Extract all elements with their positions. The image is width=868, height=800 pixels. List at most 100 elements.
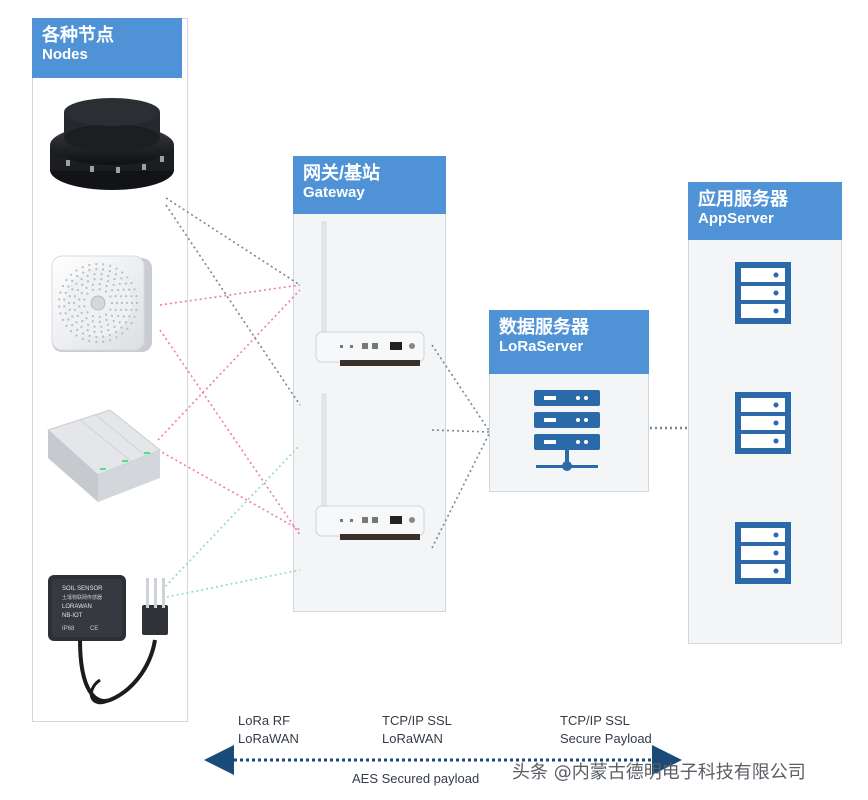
appserver-header: 应用服务器 AppServer <box>688 182 842 240</box>
grille-dot <box>86 311 89 314</box>
grille-dot <box>113 325 116 328</box>
grille-dot <box>104 313 108 316</box>
grille-dot <box>76 288 79 292</box>
grille-dot <box>75 269 78 272</box>
grille-dot <box>83 305 86 308</box>
loraserver-header: 数据服务器 LoRaServer <box>489 310 649 374</box>
grille-dot <box>135 294 138 298</box>
grille-dot <box>76 314 79 318</box>
watermark-text: 头条 @内蒙古德明电子科技有限公司 <box>512 762 806 783</box>
soil-label-4: NB-IOT <box>62 613 83 619</box>
grille-dot <box>67 318 70 321</box>
grille-dot <box>110 289 114 292</box>
grille-dot <box>102 340 105 343</box>
grille-dot <box>130 301 134 305</box>
grille-dot <box>63 298 66 301</box>
grille-dot <box>107 274 110 277</box>
grille-dot <box>91 320 94 323</box>
grille-dot <box>120 326 123 329</box>
gateway-header: 网关/基站 Gateway <box>293 156 446 214</box>
grille-dot <box>59 312 62 315</box>
grille-dot <box>69 330 73 333</box>
grille-dot <box>122 315 125 318</box>
grille-dot <box>100 325 103 328</box>
protocol-seg1: LoRa RF LoRaWAN <box>238 712 299 748</box>
grille-dot <box>80 311 83 315</box>
grille-dot <box>135 301 139 305</box>
grille-dot <box>91 288 95 291</box>
gateway-device-2 <box>315 393 425 540</box>
gateway-device-1 <box>315 221 425 366</box>
grille-dot <box>100 330 103 333</box>
grille-dot <box>109 339 112 342</box>
grille-dot <box>133 288 136 291</box>
link-gw-mid-ls <box>431 429 491 433</box>
grille-dot <box>130 295 133 298</box>
grille-dot <box>88 263 91 267</box>
grille-dot <box>83 298 86 301</box>
grille-dot <box>98 288 101 291</box>
grille-dot <box>75 321 78 324</box>
grille-dot <box>64 291 67 294</box>
grille-dot <box>102 263 105 266</box>
grille-dot <box>112 320 115 323</box>
link-switch-gw2 <box>157 449 301 531</box>
grille-dot <box>73 308 77 311</box>
grille-dot <box>85 286 88 289</box>
grille-dot <box>93 330 96 333</box>
grille-dot <box>98 283 101 286</box>
grille-dot <box>118 321 121 324</box>
grille-dot <box>120 301 124 305</box>
grille-dot <box>115 267 118 270</box>
grille-dot <box>115 336 118 339</box>
grille-dot <box>81 283 84 286</box>
grille-dot <box>75 334 78 337</box>
grille-dot <box>114 330 118 333</box>
grille-dot <box>112 283 115 286</box>
link-soil-gw2 <box>161 569 301 599</box>
grille-dot <box>78 298 81 301</box>
grille-dot <box>100 278 103 281</box>
grille-dot <box>100 273 103 276</box>
link-switch-gw1 <box>157 289 301 441</box>
grille-dot <box>95 267 98 271</box>
grille-dot <box>80 278 83 281</box>
grille-dot <box>71 324 74 327</box>
grille-dot <box>58 305 61 308</box>
grille-dot <box>108 333 111 336</box>
grille-dot <box>114 273 118 276</box>
grille-dot <box>75 282 78 285</box>
loraserver-title-zh: 数据服务器 <box>499 317 589 337</box>
protocol-seg1-line1: LoRa RF <box>238 713 291 728</box>
grille-dot <box>95 340 98 344</box>
grille-dot <box>121 271 124 274</box>
grille-dot <box>88 269 91 272</box>
grille-dot <box>86 329 89 332</box>
link-puck-gw2 <box>165 204 301 406</box>
link-sensor-gw2 <box>159 329 301 536</box>
grille-dot <box>121 332 124 335</box>
grille-dot <box>86 274 89 277</box>
grille-dot <box>106 280 110 283</box>
grille-dot <box>124 321 127 324</box>
grille-dot <box>125 295 128 298</box>
grille-dot <box>126 327 129 330</box>
soil-label-2: 土壤物联网传感器 <box>62 594 102 601</box>
grille-dot <box>85 317 88 320</box>
grille-dot <box>93 273 96 276</box>
grille-dot <box>68 295 71 298</box>
grille-dot <box>117 314 120 318</box>
grille-dot <box>119 308 123 311</box>
grille-dot <box>68 308 71 311</box>
grille-dot <box>71 315 74 318</box>
server-rack-icon <box>534 390 600 471</box>
link-soil-gw1 <box>161 444 301 591</box>
grille-dot <box>88 334 91 337</box>
grille-dot <box>108 270 111 273</box>
appserver-title-en: AppServer <box>698 210 774 227</box>
grille-dot <box>122 288 125 291</box>
grille-dot <box>128 315 131 318</box>
puck-node-device <box>50 98 174 190</box>
grille-dot <box>120 277 123 280</box>
